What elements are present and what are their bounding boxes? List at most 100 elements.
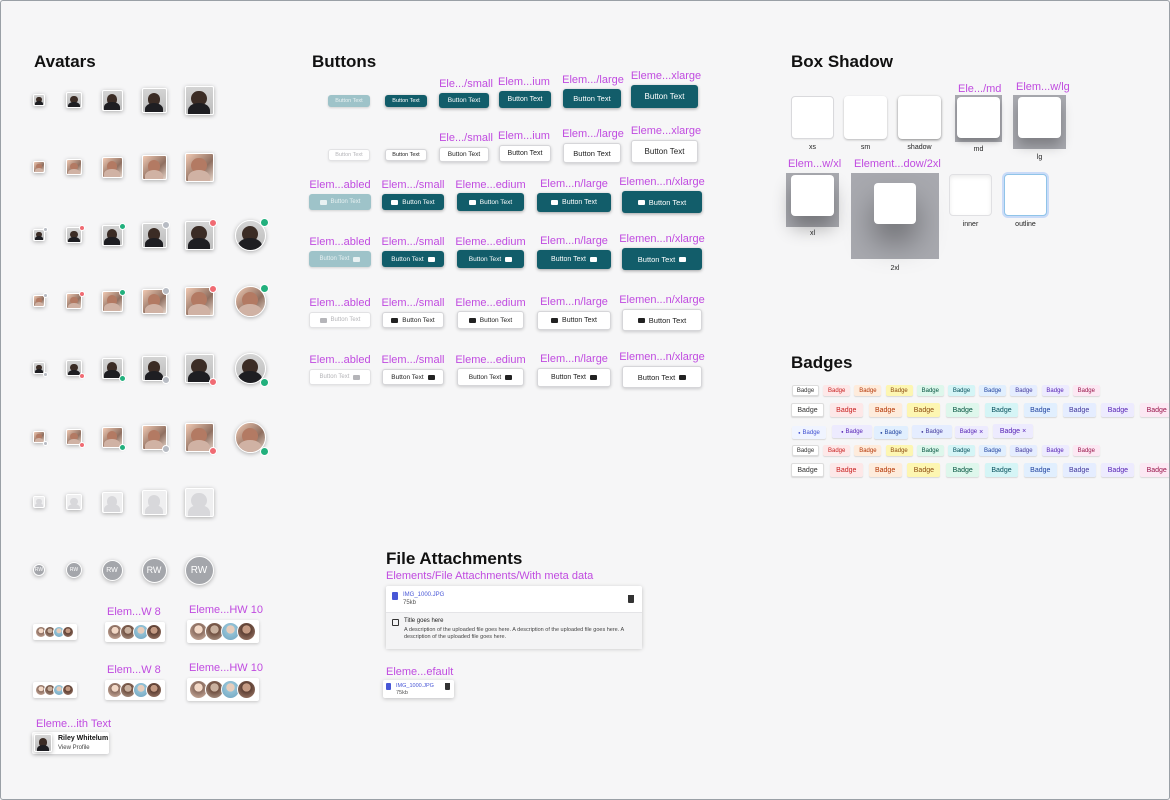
button[interactable]: Button Text: [499, 145, 551, 162]
badge-label: Badge: [984, 387, 1002, 394]
button[interactable]: Button Text: [439, 93, 489, 108]
button[interactable]: Button Text: [457, 193, 524, 211]
badge: Badge: [823, 445, 851, 456]
button-label: Button Text: [479, 198, 513, 206]
badge: Badge: [791, 463, 824, 477]
badge-label: Badge: [828, 447, 846, 454]
avatar: [62, 684, 74, 696]
avatar: [66, 159, 82, 175]
avatar: [234, 219, 266, 251]
badge-label: Badge: [984, 447, 1002, 454]
close-icon[interactable]: ×: [1022, 427, 1027, 435]
status-dot: [208, 446, 217, 455]
button: Button Text: [309, 312, 371, 328]
mail-icon: [637, 199, 645, 205]
button[interactable]: Button Text: [622, 309, 702, 331]
view-profile-link[interactable]: View Profile: [58, 745, 90, 751]
badge[interactable]: ●Badge: [792, 426, 826, 439]
button-variant-label: Elem.../small: [381, 236, 445, 248]
button-label: Button Text: [648, 197, 687, 207]
badge[interactable]: ●Badge: [832, 425, 872, 438]
badge: Badge: [1072, 445, 1100, 456]
badge-label: Badge: [921, 387, 939, 394]
button[interactable]: Button Text: [382, 251, 444, 267]
button-label: Button Text: [402, 316, 435, 324]
button-label: Button Text: [330, 199, 361, 205]
status-dot: [208, 284, 217, 293]
button[interactable]: Button Text: [385, 95, 427, 107]
badge-label: Badge: [1015, 447, 1033, 454]
trash-icon[interactable]: [445, 683, 450, 690]
button[interactable]: Button Text: [622, 248, 702, 270]
badge-label: Badge: [999, 427, 1021, 435]
button: Button Text: [309, 194, 371, 210]
shadow-box-lg: [1018, 97, 1061, 138]
button[interactable]: Button Text: [457, 368, 524, 386]
mail-icon: [319, 199, 327, 205]
status-dot: [161, 286, 170, 295]
button[interactable]: Button Text: [382, 312, 444, 328]
status-dot: [259, 283, 269, 293]
shadow-label: Element...dow/2xl: [854, 158, 941, 170]
button[interactable]: Button Text: [537, 310, 611, 330]
document-icon: [392, 592, 398, 600]
button-variant-label: Elem...abled: [309, 179, 371, 191]
avatar-group-label: Eleme...HW 10: [189, 604, 263, 616]
status-dot: [79, 373, 85, 379]
close-icon[interactable]: ×: [979, 428, 984, 436]
button-variant-label: Elem...n/large: [540, 353, 608, 365]
profile-name: Riley Whitelum: [58, 735, 109, 742]
button[interactable]: Button Text: [537, 192, 611, 212]
mail-icon: [551, 317, 559, 323]
file-attachments-heading: File Attachments: [386, 549, 523, 568]
button-variant-label: Eleme...edium: [455, 297, 526, 309]
button-label: Button Text: [402, 198, 435, 206]
file-name[interactable]: IMG_1000.JPG: [403, 592, 445, 598]
button-label: Button Text: [335, 98, 363, 104]
status-dot: [43, 372, 48, 377]
button[interactable]: Button Text: [537, 367, 611, 387]
button-variant-label: Elem...ium: [498, 76, 550, 88]
button[interactable]: Button Text: [563, 143, 621, 163]
badge-label: Badge: [1077, 387, 1095, 394]
badge[interactable]: Badge×: [993, 424, 1033, 438]
file-name[interactable]: IMG_1000.JPG: [396, 683, 434, 689]
button-variant-label: Ele.../small: [439, 132, 493, 144]
badge[interactable]: Badge×: [955, 426, 988, 438]
shadow-caption: 2xl: [890, 265, 900, 272]
button[interactable]: Button Text: [499, 91, 551, 108]
badge[interactable]: ●Badge: [912, 425, 952, 438]
edit-icon[interactable]: [392, 619, 399, 626]
badge-label: Badge: [1146, 466, 1167, 474]
button[interactable]: Button Text: [631, 140, 698, 163]
avatar: [101, 357, 123, 379]
button-label: Button Text: [330, 317, 361, 323]
button[interactable]: Button Text: [537, 249, 611, 269]
badge-label: Badge: [884, 429, 902, 436]
button[interactable]: Button Text: [385, 149, 427, 161]
avatar: [62, 626, 74, 638]
button[interactable]: Button Text: [563, 89, 621, 108]
trash-icon[interactable]: [628, 595, 634, 603]
button[interactable]: Button Text: [457, 311, 524, 329]
avatar: [33, 362, 45, 374]
button[interactable]: Button Text: [631, 85, 698, 108]
button[interactable]: Button Text: [622, 366, 702, 388]
button-label: Button Text: [644, 92, 685, 101]
button-label: Button Text: [468, 255, 502, 263]
button[interactable]: Button Text: [457, 250, 524, 268]
mail-icon: [391, 199, 399, 205]
badge[interactable]: ●Badge: [874, 426, 908, 439]
button[interactable]: Button Text: [439, 147, 489, 162]
shadow-box-sm: [844, 96, 887, 139]
dot-icon: ●: [798, 430, 801, 435]
badge-label: Badge: [874, 406, 896, 414]
button[interactable]: Button Text: [382, 369, 444, 385]
badge: Badge: [791, 403, 824, 417]
shadow-caption: md: [973, 146, 984, 153]
badge: Badge: [885, 445, 913, 456]
avatar-with-text[interactable]: Riley Whitelum View Profile: [32, 732, 109, 754]
status-dot: [118, 288, 126, 296]
button[interactable]: Button Text: [382, 194, 444, 210]
button[interactable]: Button Text: [622, 191, 702, 213]
